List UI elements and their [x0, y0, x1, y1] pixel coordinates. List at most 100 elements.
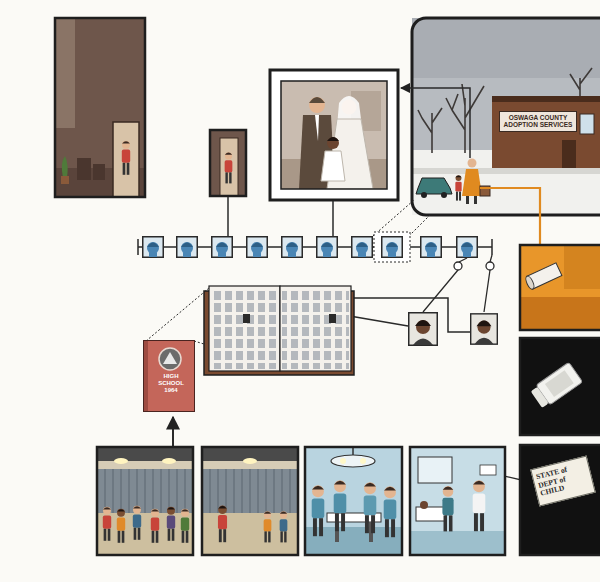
pill-bottle-panel: [545, 370, 574, 397]
doorway-panel: [210, 130, 246, 196]
wedding-photo: [321, 151, 345, 181]
nursery-panel: [410, 447, 505, 555]
nursery-panel: [418, 457, 452, 483]
family-face-strip: [282, 237, 303, 258]
open-yearbook: [329, 314, 336, 323]
adoption-agency-panel: [418, 108, 442, 153]
family-face-strip: [471, 314, 498, 344]
yearbook-cover: HIGH SCHOOL1964: [143, 340, 195, 412]
adoption-agency-panel: [468, 159, 477, 168]
adoption-agency-panel: [412, 18, 600, 78]
adoption-agency-panel: [562, 140, 576, 172]
leader-lines: [227, 197, 229, 236]
hallway-panel: [202, 447, 298, 555]
records-office-panel: [520, 245, 600, 330]
wedding-photo: [281, 81, 387, 189]
records-office-panel: [564, 245, 600, 289]
records-office-panel: [520, 245, 600, 330]
open-yearbook: [280, 286, 351, 371]
open-yearbook: [204, 286, 354, 375]
operating-room-panel: [334, 480, 347, 531]
family-face-strip: [382, 237, 403, 258]
nursery-panel: [410, 531, 505, 555]
closed-yearbook: [163, 352, 177, 364]
hallway-panel: [97, 447, 193, 461]
family-face-strip: [374, 232, 410, 262]
node-text: 1964: [150, 387, 192, 394]
family-face-strip: [143, 237, 164, 258]
adoption-agency-panel: [441, 192, 447, 198]
living-room-panel: [61, 176, 69, 184]
family-face-strip: [454, 262, 462, 270]
leader-lines: [138, 88, 540, 482]
wedding-photo: [309, 97, 325, 103]
hallway-panel: [167, 507, 175, 541]
adoption-agency-panel: [474, 196, 477, 204]
operating-room-panel: [384, 486, 397, 537]
nursery-panel: [410, 447, 505, 555]
living-room-panel: [77, 158, 91, 180]
adoption-agency-panel: [412, 18, 600, 215]
pill-bottle-panel: [520, 338, 600, 435]
wedding-photo: [270, 70, 398, 200]
leader-lines: [480, 188, 540, 245]
nursery-panel: [410, 447, 505, 555]
living-room-panel: [55, 18, 145, 197]
family-face-strip: [421, 237, 442, 258]
leader-lines: [146, 288, 300, 373]
family-face-strip: [457, 237, 478, 258]
hallway-panel: [202, 447, 298, 555]
node-text: OSWAGA COUNTY ADOPTION SERVICES: [503, 114, 573, 129]
pill-bottle-panel: [530, 362, 583, 409]
open-yearbook: [243, 314, 250, 323]
family-face-strip: [486, 262, 494, 270]
hallway-panel: [202, 469, 298, 513]
living-room-panel: [55, 18, 75, 128]
operating-room-panel: [305, 447, 402, 555]
family-face-strip: [247, 237, 268, 258]
records-office-panel: [520, 297, 600, 330]
operating-room-panel: [305, 447, 402, 555]
wedding-photo: [327, 137, 339, 141]
leader-lines: [401, 88, 470, 158]
operating-room-panel: [331, 455, 375, 467]
nursery-panel: [420, 501, 428, 509]
wedding-photo: [281, 81, 387, 189]
wedding-photo: [270, 70, 398, 200]
pill-bottle-panel: [520, 338, 600, 435]
hallway-panel: [97, 447, 193, 555]
adoption-agency-panel: [412, 168, 600, 174]
living-room-panel: [55, 18, 145, 197]
wedding-photo: [281, 81, 387, 189]
nursery-panel: [442, 486, 453, 531]
adoption-agency-panel: [412, 18, 600, 215]
family-face-strip: [317, 237, 338, 258]
family-face-strip: [177, 237, 198, 258]
leader-lines: [373, 200, 430, 236]
doorway-panel: [225, 152, 233, 183]
building-sign: OSWAGA COUNTY ADOPTION SERVICES: [499, 111, 577, 132]
living-room-panel: [113, 122, 139, 197]
hallway-panel: [97, 469, 193, 513]
records-office-panel: [524, 275, 535, 290]
family-face-strip: [352, 237, 373, 258]
hallway-panel: [105, 469, 185, 513]
hallway-panel: [202, 447, 298, 555]
nursery-panel: [480, 465, 496, 475]
open-yearbook: [282, 288, 349, 369]
adoption-agency-panel: [421, 192, 427, 198]
doorway-panel: [220, 138, 238, 196]
leader-lines: [172, 417, 174, 446]
adoption-agency-panel: [446, 84, 484, 153]
operating-room-panel: [305, 447, 402, 555]
closed-yearbook: [143, 340, 195, 412]
certificate-panel: [520, 445, 600, 555]
nursery-panel: [416, 507, 446, 521]
adoption-agency-panel: [580, 114, 594, 134]
family-face-strip: [409, 313, 438, 346]
hallway-panel: [97, 447, 193, 555]
hallway-panel: [103, 507, 111, 541]
hallway-panel: [202, 513, 298, 555]
certificate-panel: [520, 445, 600, 555]
